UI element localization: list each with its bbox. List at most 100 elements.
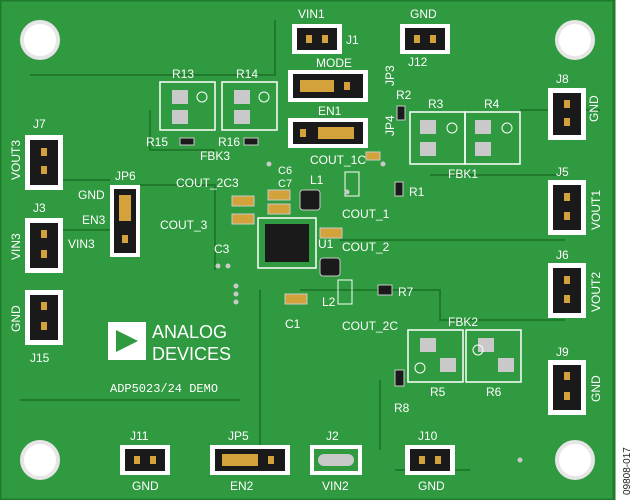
trace-fbk3 xyxy=(149,110,215,151)
pin xyxy=(430,35,436,43)
label-r7: R7 xyxy=(398,285,414,299)
header-jp5[interactable] xyxy=(210,445,290,475)
smd-parts xyxy=(179,105,406,387)
pad xyxy=(234,110,250,124)
mounting-hole-top-right xyxy=(555,20,595,60)
header-jp4[interactable] xyxy=(288,118,368,148)
pin xyxy=(435,456,441,464)
pin xyxy=(41,148,47,156)
label-j1: J1 xyxy=(346,33,359,47)
pin xyxy=(41,322,47,330)
outline xyxy=(221,81,278,131)
label-j6: J6 xyxy=(556,248,569,262)
label-gnd-j8: GND xyxy=(587,95,601,122)
jumper-shunt xyxy=(222,454,258,466)
trace-top xyxy=(30,20,276,76)
inductor-l1 xyxy=(299,189,321,211)
label-vin3-jp6: VIN3 xyxy=(68,237,95,251)
label-cout-1: COUT_1 xyxy=(342,207,390,221)
label-en3: EN3 xyxy=(82,213,106,227)
logo-text-devices: DEVICES xyxy=(152,344,231,364)
label-j10: J10 xyxy=(418,429,438,443)
outline xyxy=(159,81,216,131)
pad xyxy=(475,142,491,156)
pin xyxy=(150,456,156,464)
label-jp3: JP3 xyxy=(383,65,397,86)
label-r4: R4 xyxy=(484,97,500,111)
header-j8-body xyxy=(553,93,581,135)
smd-r2 xyxy=(396,105,406,121)
footprint-r5 xyxy=(407,329,464,383)
label-r1: R1 xyxy=(409,185,425,199)
label-vout1: VOUT1 xyxy=(589,190,603,230)
header-jp6[interactable] xyxy=(110,185,140,257)
label-en2: EN2 xyxy=(230,479,254,493)
label-cout-1c: COUT_1C xyxy=(310,153,366,167)
analog-devices-logo xyxy=(108,322,146,360)
mounting-holes xyxy=(20,20,595,480)
copper-traces xyxy=(20,20,600,471)
pin xyxy=(564,193,570,201)
pin xyxy=(564,372,570,380)
label-r6: R6 xyxy=(486,385,502,399)
header-j6[interactable] xyxy=(548,263,586,318)
pad xyxy=(440,358,456,372)
label-j2: J2 xyxy=(326,429,339,443)
header-j15[interactable] xyxy=(25,290,63,345)
header-j11[interactable] xyxy=(120,445,170,475)
pad xyxy=(234,90,250,104)
via xyxy=(233,299,239,305)
pad xyxy=(172,110,188,124)
cap-cout2c-outline xyxy=(337,279,353,305)
header-j3[interactable] xyxy=(25,218,63,273)
label-j5: J5 xyxy=(556,165,569,179)
label-fbk2: FBK2 xyxy=(448,315,478,329)
cap-cout1-outline xyxy=(344,171,360,197)
label-r8: R8 xyxy=(394,401,410,415)
header-j9[interactable] xyxy=(548,360,586,415)
pin xyxy=(564,295,570,303)
label-vin1: VIN1 xyxy=(298,7,325,21)
pin xyxy=(344,82,350,90)
smd-r16 xyxy=(243,137,259,146)
label-vout3: VOUT3 xyxy=(9,140,23,180)
inductor-l2 xyxy=(319,257,341,277)
cap-cout-1c xyxy=(365,151,381,161)
cap-cout-2 xyxy=(319,227,343,239)
header-j1[interactable] xyxy=(292,24,342,54)
footprint-r14 xyxy=(221,81,278,131)
label-c3: C3 xyxy=(214,242,230,256)
pin xyxy=(41,166,47,174)
footprint-r13 xyxy=(159,81,216,131)
outline xyxy=(407,329,464,383)
label-jp6: JP6 xyxy=(115,169,136,183)
pad xyxy=(475,120,491,134)
header-jp3[interactable] xyxy=(288,70,368,102)
label-j11: J11 xyxy=(130,429,149,443)
cap-cout-2c3 xyxy=(231,195,255,207)
label-r15: R15 xyxy=(146,135,168,149)
label-fbk1: FBK1 xyxy=(448,167,478,181)
label-gnd-j10: GND xyxy=(418,479,445,493)
pad-j2[interactable] xyxy=(310,445,362,475)
header-j1-body xyxy=(297,28,337,50)
label-c7: C7 xyxy=(278,178,292,190)
header-j10[interactable] xyxy=(405,445,455,475)
smd-r15 xyxy=(179,137,195,146)
header-j8[interactable] xyxy=(548,88,586,140)
label-gnd-j15: GND xyxy=(9,305,23,332)
demo-title: ADP5023/24 DEMO xyxy=(110,382,218,396)
header-j5[interactable] xyxy=(548,180,586,235)
label-vin2: VIN2 xyxy=(322,479,349,493)
via xyxy=(233,283,239,289)
label-j3: J3 xyxy=(33,201,46,215)
header-j6-body xyxy=(553,268,581,313)
header-j12[interactable] xyxy=(400,24,450,54)
pin xyxy=(300,129,306,137)
header-j3-body xyxy=(30,223,58,268)
label-j12: J12 xyxy=(408,55,428,69)
header-j7[interactable] xyxy=(25,135,63,190)
header-j15-body xyxy=(30,295,58,340)
label-r16: R16 xyxy=(218,135,240,149)
